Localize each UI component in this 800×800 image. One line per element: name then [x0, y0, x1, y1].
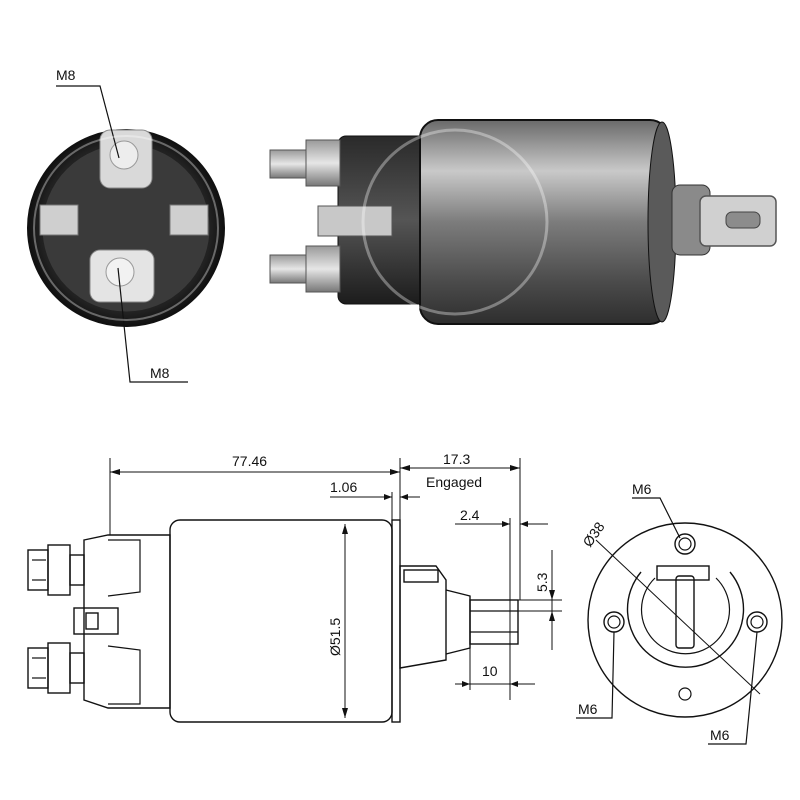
- left-mount-hole: [603, 611, 625, 633]
- plunger-offset-label: 2.4: [460, 507, 480, 523]
- drawing-lower-stud: [27, 642, 85, 694]
- photo-side-view: [33, 119, 777, 325]
- top-mount-hole: [674, 533, 696, 555]
- dim-stroke: 17.3 Engaged: [400, 451, 521, 600]
- dim-overall-length: 77.46: [109, 453, 401, 535]
- right-mount-hole: [746, 611, 768, 633]
- dim-gap: 1.06: [330, 479, 420, 520]
- photo-end-view: M8 M8: [27, 67, 225, 383]
- drawing-plunger-eye: [469, 599, 519, 645]
- drawing-middle-spade: [73, 607, 119, 635]
- right-thread-label: M6: [710, 727, 730, 743]
- dim-plunger-length: 10: [455, 644, 535, 690]
- drawing-end-view: Ø38 M6 M6 M6: [576, 481, 783, 745]
- dim-slot-width: 5.3: [518, 550, 562, 650]
- plunger-eye: [699, 195, 777, 247]
- solenoid-body: [419, 119, 669, 325]
- bottom-terminal-bolt: [89, 249, 155, 303]
- engaged-label: Engaged: [426, 474, 482, 490]
- plunger-length-label: 10: [482, 663, 498, 679]
- bolt-circle-label: Ø38: [579, 519, 607, 550]
- stroke-label: 17.3: [443, 451, 470, 467]
- drawing-flange: [391, 519, 401, 723]
- body-diameter-label: Ø51.5: [327, 618, 343, 656]
- end-view-top-thread-label: M8: [56, 67, 76, 83]
- dim-body-diameter: Ø51.5: [327, 524, 348, 718]
- left-spade-tab: [39, 204, 79, 236]
- overall-length-label: 77.46: [232, 453, 267, 469]
- drawing-upper-stud: [27, 544, 85, 596]
- lower-stud: [269, 245, 341, 293]
- middle-spade-terminal: [317, 205, 393, 237]
- upper-stud: [269, 139, 341, 187]
- drawing-body: [169, 519, 393, 723]
- dim-plunger-offset: 2.4: [455, 507, 548, 700]
- left-thread-label: M6: [578, 701, 598, 717]
- top-terminal-bolt: [99, 129, 153, 189]
- right-spade-tab: [169, 204, 209, 236]
- drawing-plunger-boss: [399, 565, 447, 669]
- drawing-side-elevation: 77.46 17.3 Engaged 1.06 2.4: [27, 451, 562, 723]
- drawing-cap: [83, 534, 171, 709]
- gap-label: 1.06: [330, 479, 357, 495]
- end-view-bottom-thread-label: M8: [150, 365, 170, 381]
- top-thread-label: M6: [632, 481, 652, 497]
- slot-width-label: 5.3: [534, 572, 550, 592]
- watermark-logo: [33, 128, 549, 321]
